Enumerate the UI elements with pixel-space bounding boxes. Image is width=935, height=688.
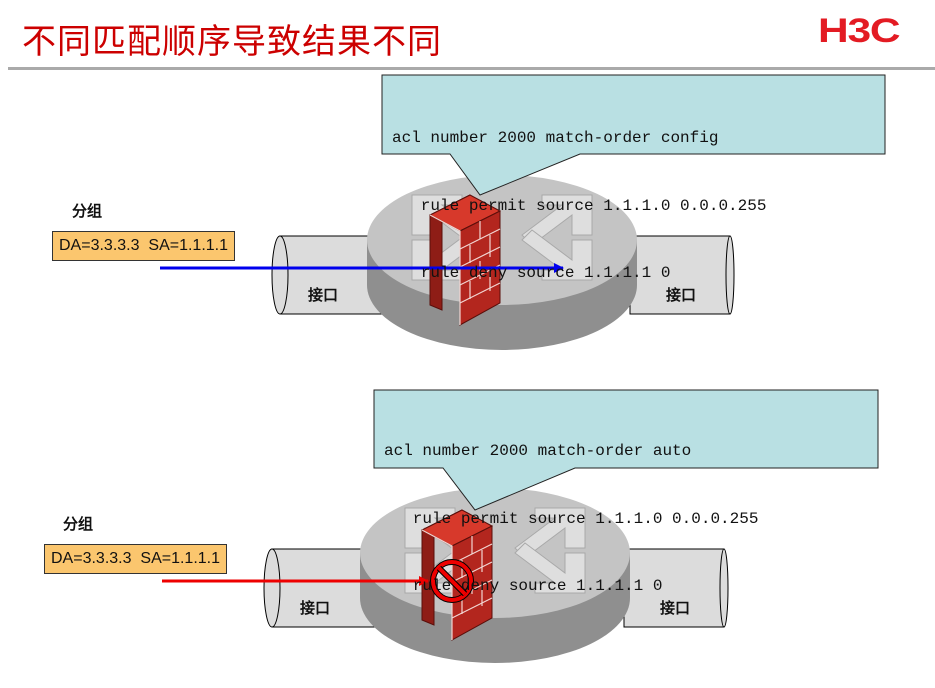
packet-label-1: 分组 xyxy=(72,202,103,220)
page-title: 不同匹配顺序导致结果不同 xyxy=(22,22,442,62)
header-divider xyxy=(8,67,935,70)
acl-line: acl number 2000 match-order config xyxy=(392,129,719,147)
acl-line: rule deny source 1.1.1.1 0 xyxy=(384,577,663,595)
out-interface-cylinder-1 xyxy=(629,235,735,315)
packet-label-2: 分组 xyxy=(63,515,94,533)
scenario-2 xyxy=(162,389,879,664)
out-interface-label-2: 接口 xyxy=(660,599,691,617)
out-interface-label-1: 接口 xyxy=(666,286,697,304)
in-interface-label-2: 接口 xyxy=(300,599,331,617)
in-interface-cylinder-2 xyxy=(263,548,378,628)
acl-config-2: acl number 2000 match-order auto rule pe… xyxy=(384,395,758,620)
packet-header-2: DA=3.3.3.3 SA=1.1.1.1 xyxy=(44,544,228,574)
out-interface-cylinder-2 xyxy=(623,548,729,628)
acl-line: rule deny source 1.1.1.1 0 xyxy=(392,264,671,282)
h3c-logo: H3C xyxy=(818,12,901,50)
scenario-1 xyxy=(160,74,886,351)
acl-line: rule permit source 1.1.1.0 0.0.0.255 xyxy=(392,196,767,215)
acl-line: acl number 2000 match-order auto xyxy=(384,442,692,460)
acl-callout-2 xyxy=(373,389,879,511)
in-interface-label-1: 接口 xyxy=(308,286,339,304)
packet-header-1: DA=3.3.3.3 SA=1.1.1.1 xyxy=(52,231,236,261)
acl-line: rule permit source 1.1.1.0 0.0.0.255 xyxy=(384,509,759,528)
no-entry-icon xyxy=(430,559,474,603)
acl-config-1: acl number 2000 match-order config rule … xyxy=(392,82,766,307)
acl-callout-1 xyxy=(381,74,886,196)
